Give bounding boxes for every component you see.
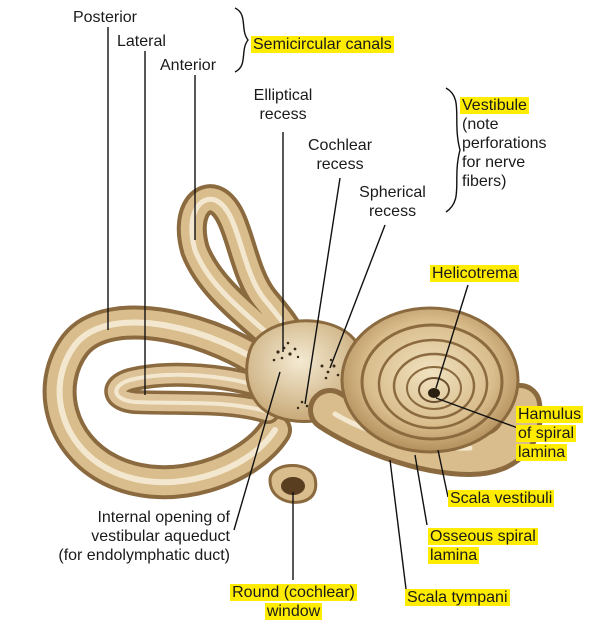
label-osseous-spiral-lamina: Osseous spiral lamina <box>428 527 538 565</box>
label-posterior: Posterior <box>40 8 137 27</box>
label-internal-opening: Internal opening of vestibular aqueduct … <box>0 508 230 565</box>
label-vestibule: Vestibule (note perforations for nerve f… <box>460 96 547 191</box>
label-helicotrema: Helicotrema <box>430 264 519 283</box>
cochlea-spiral <box>342 308 518 452</box>
semicircular-bracket <box>235 8 248 72</box>
vestibule-bracket <box>446 88 460 212</box>
label-hamulus: Hamulus of spiral lamina <box>516 405 583 462</box>
label-round-window: Round (cochlear) window <box>206 583 381 621</box>
label-spherical-recess: Spherical recess <box>345 183 440 221</box>
label-scala-tympani: Scala tympani <box>405 588 510 607</box>
label-scala-vestibuli: Scala vestibuli <box>448 489 554 508</box>
label-semicircular-canals: Semicircular canals <box>251 35 394 54</box>
label-cochlear-recess: Cochlear recess <box>295 136 385 174</box>
label-elliptical-recess: Elliptical recess <box>238 86 328 124</box>
label-lateral: Lateral <box>117 32 166 51</box>
label-anterior: Anterior <box>160 56 216 75</box>
